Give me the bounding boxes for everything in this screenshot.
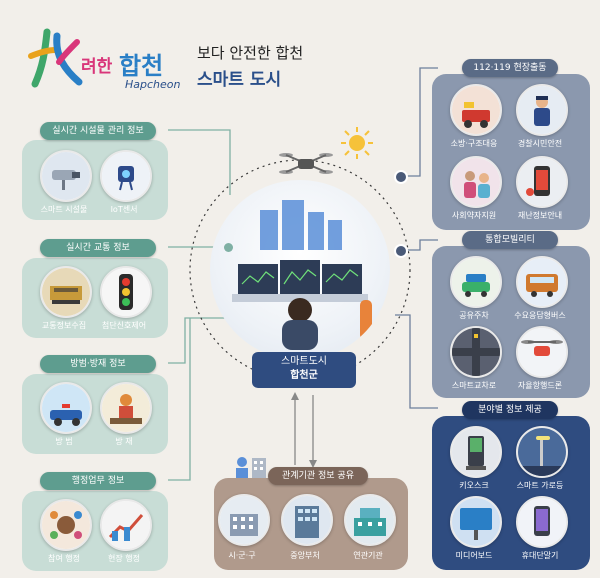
- dispatch-item-4: 재난정보안내: [517, 211, 563, 220]
- traffic-camera-icon: [40, 266, 92, 318]
- social-care-icon: [450, 156, 502, 208]
- disaster-alert-icon: [516, 156, 568, 208]
- left-title-facility: 실시간 시설물 관리 정보: [40, 122, 156, 140]
- smart-intersection-icon: [450, 326, 502, 378]
- right-title-info: 분야별 정보 제공: [462, 401, 558, 419]
- drone-icon: [278, 150, 334, 180]
- bottom-item-1: 시·군·구: [228, 551, 256, 560]
- autonomous-drone-icon: [516, 326, 568, 378]
- tagline-line2: 스마트 도시: [197, 70, 282, 90]
- water-logo-mark: [28, 28, 83, 88]
- info-item-2: 스마트 가로등: [516, 481, 564, 490]
- info-item-4: 휴대단말기: [521, 551, 559, 560]
- demand-bus-icon: [516, 256, 568, 308]
- cctv-icon: [40, 150, 92, 202]
- tagline-line1: 보다 안전한 합천: [197, 44, 304, 62]
- disaster-response-icon: [100, 382, 152, 434]
- safety-item-2: 방 재: [115, 437, 133, 446]
- sun-icon: [340, 126, 374, 160]
- traffic-light-icon: [100, 266, 152, 318]
- logo-brand-en: Hapcheon: [125, 78, 181, 91]
- dispatch-item-2: 경찰시민안전: [517, 139, 563, 148]
- traffic-item-1: 교통정보수집: [41, 321, 87, 330]
- admin-item-1: 참여 행정: [48, 554, 80, 563]
- info-item-3: 미디어보드: [455, 551, 493, 560]
- mobility-item-3: 스마트교차로: [451, 381, 497, 390]
- bottom-item-3: 연관기관: [353, 551, 383, 560]
- dispatch-item-1: 소방·구조대응: [450, 139, 498, 148]
- connector-node: [224, 243, 233, 252]
- smart-streetlight-icon: [516, 426, 568, 478]
- info-item-1: 키오스크: [459, 481, 489, 490]
- left-title-safety: 방범·방재 정보: [40, 355, 156, 373]
- facility-item-1: 스마트 시설물: [40, 205, 88, 214]
- logo-brand-text: 려한: [81, 57, 113, 77]
- local-government-icon: [218, 494, 270, 546]
- center-badge: 스마트도시 합천군: [252, 352, 356, 388]
- police-icon: [40, 382, 92, 434]
- police-safety-icon: [516, 84, 568, 136]
- connector-node: [394, 170, 408, 184]
- center-line1: 스마트도시: [281, 356, 327, 367]
- mobility-item-2: 수요응답형버스: [514, 311, 566, 320]
- tagline: 보다 안전한 합천 스마트 도시: [197, 42, 303, 90]
- bottom-title: 관계기관 정보 공유: [268, 467, 368, 485]
- shared-parking-icon: [450, 256, 502, 308]
- mobility-item-1: 공유주차: [459, 311, 489, 320]
- safety-item-1: 방 범: [55, 437, 73, 446]
- right-title-dispatch: 112·119 현장출동: [462, 59, 558, 77]
- hapcheon-logo: 려한 합천 Hapcheon: [25, 26, 195, 98]
- bottom-item-2: 중앙부처: [290, 551, 320, 560]
- iot-sensor-icon: [100, 150, 152, 202]
- logo-brand-main: 합천: [119, 52, 164, 80]
- related-agency-icon: [344, 494, 396, 546]
- traffic-item-2: 첨단신호제어: [101, 321, 147, 330]
- control-center-illustration: [210, 180, 390, 360]
- connector-node: [394, 244, 408, 258]
- left-title-admin: 행정업무 정보: [40, 472, 156, 490]
- media-board-icon: [450, 496, 502, 548]
- admin-item-2: 현장 행정: [108, 554, 140, 563]
- facility-item-2: IoT센서: [110, 205, 138, 214]
- fire-rescue-icon: [450, 84, 502, 136]
- participation-icon: [40, 499, 92, 551]
- field-admin-icon: [100, 499, 152, 551]
- kiosk-icon: [450, 426, 502, 478]
- center-line2: 합천군: [290, 370, 318, 381]
- mobile-device-icon: [516, 496, 568, 548]
- dispatch-item-3: 사회약자지원: [451, 211, 497, 220]
- central-ministry-icon: [281, 494, 333, 546]
- mobility-item-4: 자율항행드론: [517, 381, 563, 390]
- right-title-mobility: 통합모빌리티: [462, 231, 558, 249]
- left-title-traffic: 실시간 교통 정보: [40, 239, 156, 257]
